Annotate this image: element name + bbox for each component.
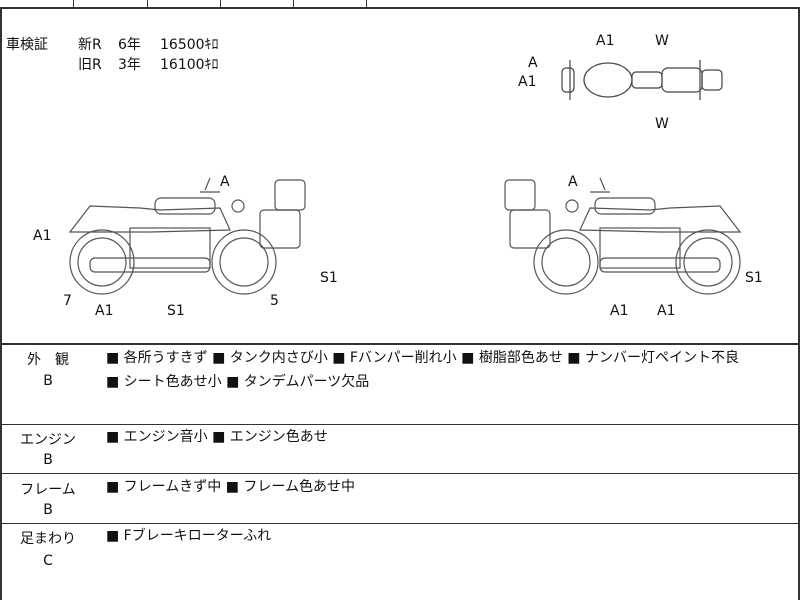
mark-5: 5 [270, 293, 279, 309]
motorcycle-right-view [504, 177, 742, 295]
motorcycle-left-view [68, 177, 306, 295]
section-grade: B [43, 373, 53, 389]
item-line: ■ Fブレーキローターふれ [106, 528, 272, 544]
shaken-new-year: 6年 [118, 37, 141, 53]
section-suspension: 足まわり C ■ Fブレーキローターふれ [0, 524, 800, 600]
shaken-label: 車検証 [6, 37, 48, 53]
section-grade: C [43, 553, 53, 569]
mark-a1: A1 [657, 303, 676, 319]
section-grade: B [43, 452, 53, 468]
item-line: ■ フレームきず中 ■ フレーム色あせ中 [106, 479, 355, 495]
section-engine: エンジン B ■ エンジン音小 ■ エンジン色あせ [0, 425, 800, 475]
mark-w: W [655, 116, 669, 132]
mark-7: 7 [63, 293, 72, 309]
mark-s1: S1 [167, 303, 185, 319]
mark-a1: A1 [33, 228, 52, 244]
table-divider [220, 0, 221, 8]
section-items: ■ フレームきず中 ■ フレーム色あせ中 [106, 475, 355, 499]
section-items: ■ 各所うすきず ■ タンク内さび小 ■ Fバンパー削れ小 ■ 樹脂部色あせ ■… [106, 346, 739, 394]
item-line: ■ シート色あせ小 ■ タンデムパーツ欠品 [106, 374, 370, 390]
section-divider [0, 424, 800, 425]
section-exterior: 外 観 B ■ 各所うすきず ■ タンク内さび小 ■ Fバンパー削れ小 ■ 樹脂… [0, 345, 800, 425]
table-divider [147, 0, 148, 8]
table-divider [293, 0, 294, 8]
section-frame: フレーム B ■ フレームきず中 ■ フレーム色あせ中 [0, 474, 800, 524]
mark-a1: A1 [518, 74, 537, 90]
mark-a: A [528, 55, 538, 71]
shaken-old-year: 3年 [118, 57, 141, 73]
shaken-new-km: 16500ｷﾛ [160, 37, 219, 53]
mark-s1: S1 [320, 270, 338, 286]
section-name: エンジン [20, 432, 76, 448]
mark-a1: A1 [596, 33, 615, 49]
mark-w: W [655, 33, 669, 49]
section-divider [0, 343, 800, 345]
right-border [798, 7, 800, 600]
shaken-new-tag: 新R [78, 37, 102, 53]
motorcycle-top-view [561, 60, 723, 100]
section-name: 足まわり [20, 531, 76, 547]
mark-a: A [220, 174, 230, 190]
section-items: ■ エンジン音小 ■ エンジン色あせ [106, 425, 328, 449]
section-items: ■ Fブレーキローターふれ [106, 524, 271, 548]
shaken-old-km: 16100ｷﾛ [160, 57, 219, 73]
section-name: 外 観 [27, 352, 69, 368]
mark-a1: A1 [95, 303, 114, 319]
section-name: フレーム [20, 482, 76, 498]
table-divider [366, 0, 367, 8]
section-divider [0, 523, 800, 524]
mark-a: A [568, 174, 578, 190]
section-divider [0, 473, 800, 474]
table-border [0, 7, 800, 9]
item-line: ■ 各所うすきず ■ タンク内さび小 ■ Fバンパー削れ小 ■ 樹脂部色あせ ■… [106, 350, 739, 366]
left-border [0, 7, 2, 600]
mark-a1: A1 [610, 303, 629, 319]
mark-s1: S1 [745, 270, 763, 286]
table-divider [73, 0, 74, 8]
shaken-old-tag: 旧R [78, 57, 102, 73]
item-line: ■ エンジン音小 ■ エンジン色あせ [106, 429, 328, 445]
section-grade: B [43, 502, 53, 518]
